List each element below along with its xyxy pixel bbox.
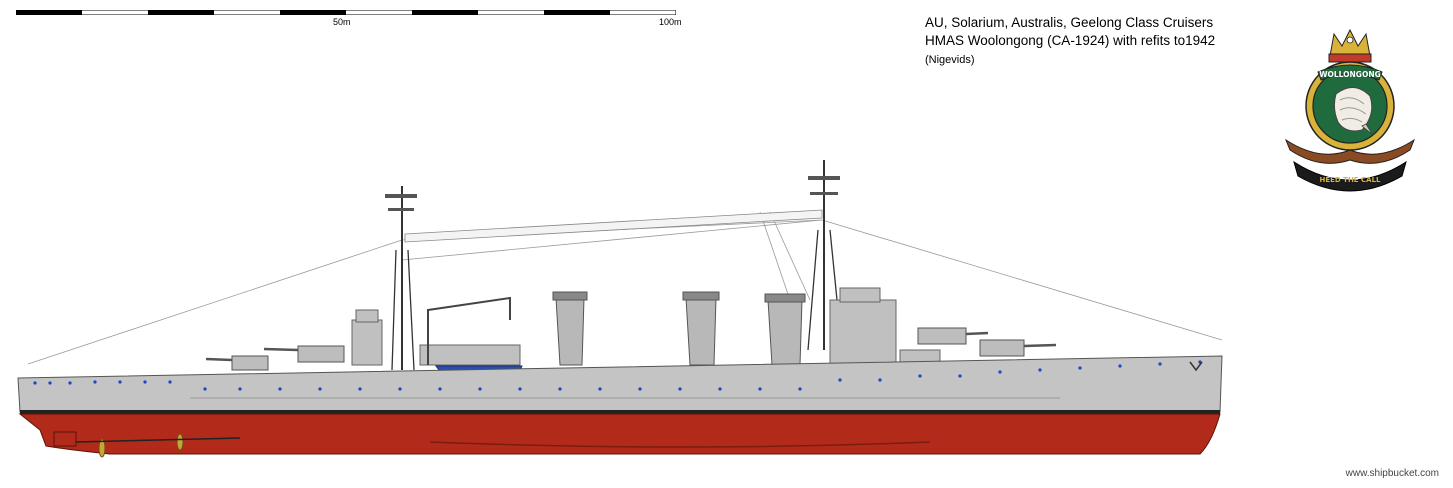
hull-upper xyxy=(17,355,1223,413)
scale-label-100m: 100m xyxy=(659,17,682,27)
funnels xyxy=(552,291,806,366)
hull-lower xyxy=(18,413,1221,455)
propeller-icon xyxy=(53,431,241,458)
conch-shell-icon xyxy=(1333,87,1373,135)
naval-crown-icon xyxy=(1328,28,1372,63)
crest-motto: HEED THE CALL xyxy=(1320,176,1382,184)
anchor-icon xyxy=(1189,361,1203,372)
aft-superstructure xyxy=(829,287,941,367)
motto-scroll xyxy=(1293,160,1407,192)
boot-topping xyxy=(20,410,1220,414)
portholes xyxy=(33,360,1202,391)
ship-profile xyxy=(17,160,1223,458)
caption-line-class: AU, Solarium, Australis, Geelong Class C… xyxy=(925,15,1214,30)
scale-bar xyxy=(16,10,676,15)
foremast xyxy=(385,186,417,371)
caption-line-ship: HMAS Woolongong (CA-1924) with refits to… xyxy=(925,33,1216,48)
scale-label-50m: 50m xyxy=(333,17,351,27)
forward-superstructure xyxy=(351,309,521,366)
caption-credit: (Nigevids) xyxy=(925,54,975,66)
rigging-wires xyxy=(27,211,1223,365)
shipbucket-watermark: www.shipbucket.com xyxy=(1345,468,1439,479)
caption-block: AU, Solarium, Australis, Geelong Class C… xyxy=(925,14,1215,69)
aerial-spreader xyxy=(404,209,823,243)
gun-turrets xyxy=(205,327,1057,371)
boomerang-icon xyxy=(1284,138,1416,164)
crane xyxy=(427,296,511,365)
crest-name-ribbon: WOLLONGONG xyxy=(1319,70,1381,79)
ship-crest: WOLLONGONG HEED THE CALL xyxy=(1284,28,1416,192)
